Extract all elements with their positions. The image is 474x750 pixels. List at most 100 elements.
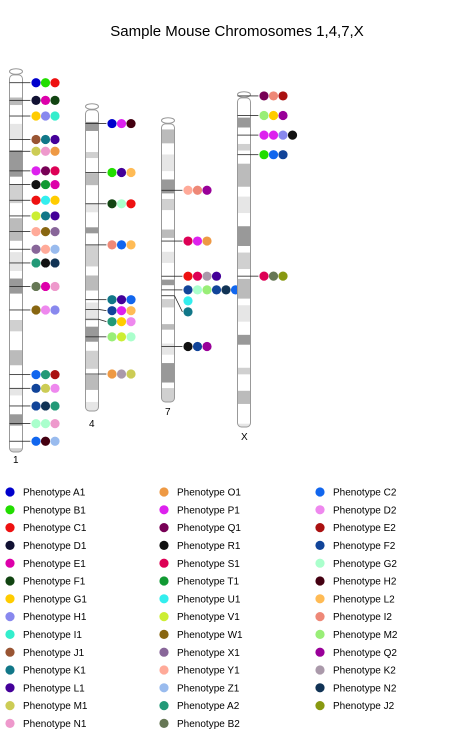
phenotype-dot: [40, 370, 51, 380]
centromere: [85, 103, 99, 110]
legend-label: Phenotype N1: [23, 719, 87, 730]
legend-label: Phenotype H2: [333, 577, 397, 588]
chromosome-1: 1: [9, 68, 60, 466]
chromosome-band: [9, 331, 23, 351]
chromosome-band: [237, 117, 251, 128]
phenotype-dot: [40, 418, 51, 429]
phenotype-annotation: [9, 244, 60, 254]
chromosome-bands: [161, 123, 175, 402]
legend-entry: Phenotype E1: [5, 558, 86, 570]
legend-label: Phenotype Q1: [177, 523, 241, 534]
legend-entry: Phenotype L1: [5, 683, 85, 694]
chromosome-band: [85, 401, 99, 411]
legend-label: Phenotype B2: [177, 719, 240, 730]
locus-connector: [98, 318, 107, 323]
chromosome-label: X: [241, 432, 248, 443]
chromosome-band: [9, 395, 23, 415]
chromosome-band: [9, 240, 23, 253]
phenotype-annotation: [9, 258, 60, 268]
phenotype-dot: [50, 195, 60, 205]
phenotype-dot: [31, 146, 41, 156]
phenotype-dot: [31, 305, 41, 315]
phenotype-dot: [116, 306, 127, 316]
legend-label: Phenotype G1: [23, 594, 87, 605]
phenotype-annotation: [9, 401, 60, 411]
chromosome-band: [85, 350, 99, 370]
phenotype-dot: [50, 211, 60, 221]
legend-entry: Phenotype S1: [159, 558, 240, 570]
phenotype-dot: [192, 285, 203, 295]
legend-label: Phenotype Q2: [333, 648, 397, 659]
chromosome-outline: [85, 109, 99, 412]
phenotype-dot: [107, 369, 117, 379]
chromosome-bands: [237, 97, 251, 427]
phenotype-dot: [259, 271, 269, 281]
phenotype-annotation: [85, 167, 136, 178]
legend-label: Phenotype K1: [23, 666, 86, 677]
phenotype-dot: [126, 240, 136, 250]
chromosome-band: [237, 269, 251, 280]
legend-swatch: [5, 505, 15, 515]
legend-swatch: [159, 683, 169, 693]
chromosome-band: [9, 350, 23, 366]
legend-swatch: [159, 540, 169, 551]
phenotype-dot: [116, 167, 127, 178]
legend-entry: Phenotype K2: [315, 665, 396, 677]
legend-entry: Phenotype X1: [159, 647, 240, 659]
phenotype-dot: [202, 271, 212, 281]
legend-entry: Phenotype A2: [159, 701, 240, 712]
chromosome-band: [9, 150, 23, 178]
chromosome-band: [9, 252, 23, 272]
legend-entry: Phenotype H1: [5, 612, 87, 623]
phenotype-annotation: [237, 130, 298, 140]
phenotype-dot: [107, 332, 117, 342]
legend-entry: Phenotype M1: [5, 701, 88, 712]
chromosome-band: [237, 213, 251, 227]
legend-entry: Phenotype T1: [159, 576, 240, 588]
phenotype-dot: [50, 95, 60, 105]
legend-label: Phenotype B1: [23, 505, 86, 516]
chromosome-label: 7: [165, 407, 171, 418]
chromosome-outline: [237, 97, 251, 428]
chromosome-band: [85, 173, 99, 186]
phenotype-annotation: [85, 317, 136, 327]
chromosome-band: [237, 196, 251, 214]
legend-label: Phenotype I1: [23, 630, 82, 641]
legend-swatch: [5, 558, 15, 568]
phenotype-dot: [126, 118, 136, 129]
locus-connector: [174, 295, 183, 313]
phenotype-dot: [40, 111, 51, 121]
phenotype-dot: [50, 179, 60, 190]
phenotype-dot: [40, 401, 51, 411]
legend-swatch: [5, 701, 15, 711]
legend-swatch: [315, 558, 325, 568]
phenotype-annotation: [237, 91, 288, 101]
chromosome-band: [237, 127, 251, 145]
phenotype-annotation: [161, 271, 222, 281]
chromosome-band: [161, 354, 175, 364]
legend-swatch: [159, 523, 169, 533]
legend-entry: Phenotype G2: [315, 558, 397, 570]
legend-swatch: [159, 701, 169, 711]
phenotype-dot: [31, 281, 41, 292]
chromosome-band: [161, 299, 175, 308]
legend-label: Phenotype D2: [333, 505, 397, 516]
legend-entry: Phenotype B1: [5, 505, 86, 516]
locus-connector: [98, 309, 107, 312]
legend-entry: Phenotype C2: [315, 487, 397, 499]
chromosome-band: [237, 374, 251, 392]
chromosome-band: [9, 203, 23, 219]
phenotype-dot: [278, 110, 288, 121]
phenotype-dot: [192, 185, 203, 195]
phenotype-annotation: [9, 370, 60, 380]
phenotype-dot: [259, 150, 269, 160]
chromosome-band: [237, 321, 251, 336]
legend-entry: Phenotype J2: [315, 701, 395, 712]
phenotype-dot: [126, 317, 136, 327]
legend-entry: Phenotype N1: [5, 718, 87, 730]
legend-label: Phenotype M1: [23, 701, 88, 712]
phenotype-dot: [40, 195, 51, 205]
chromosome-band: [85, 152, 99, 159]
chromosome-band: [161, 198, 175, 211]
